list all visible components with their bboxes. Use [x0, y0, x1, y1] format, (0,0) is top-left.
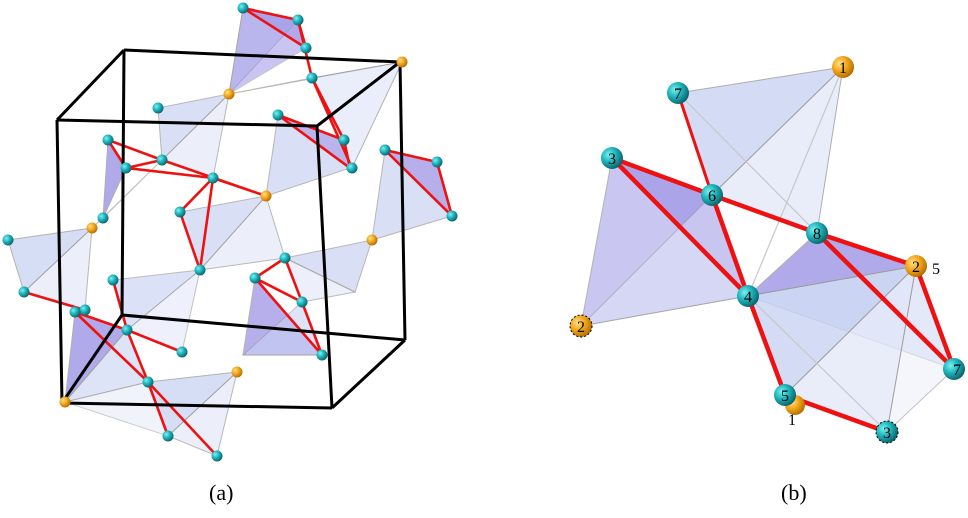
caption-a: (a) [209, 480, 234, 505]
svg-text:5: 5 [781, 388, 789, 405]
atom-2-left: 2 [569, 314, 593, 338]
atom-1-top: 1 [832, 56, 854, 78]
atom-3-bottom: 3 [875, 420, 899, 444]
svg-text:1: 1 [839, 60, 847, 77]
svg-text:7: 7 [953, 362, 961, 379]
panel-b-atoms: 1 7 3 6 8 2 5 [569, 56, 965, 444]
atom-5: 5 [774, 384, 796, 406]
svg-text:3: 3 [608, 151, 616, 168]
svg-text:1: 1 [788, 412, 796, 429]
atom-3-left: 3 [601, 147, 623, 169]
caption-b: (b) [781, 480, 807, 505]
atom-6: 6 [701, 184, 723, 206]
panel-a [2, 2, 458, 462]
panel-a-tetrahedra [7, 7, 453, 457]
svg-text:2: 2 [912, 259, 920, 276]
panel-a-atoms [2, 2, 458, 462]
svg-text:7: 7 [674, 86, 682, 103]
panel-b-bonds [609, 91, 957, 435]
atom-8: 8 [806, 222, 828, 244]
svg-text:3: 3 [883, 425, 891, 442]
atom-7-right: 7 [943, 358, 965, 380]
atom-7-top: 7 [667, 82, 689, 104]
panel-b: 1 7 3 6 8 2 5 [569, 56, 965, 444]
svg-text:8: 8 [813, 226, 821, 243]
panel-a-unit-cube [55, 48, 407, 410]
panel-b-back-edges [677, 66, 888, 433]
svg-text:4: 4 [744, 289, 752, 306]
atom-2-right: 2 5 [905, 255, 940, 278]
svg-text:6: 6 [708, 188, 716, 205]
atom-5-side-label: 5 [932, 261, 940, 278]
svg-text:2: 2 [577, 319, 585, 336]
atom-4: 4 [737, 285, 759, 307]
